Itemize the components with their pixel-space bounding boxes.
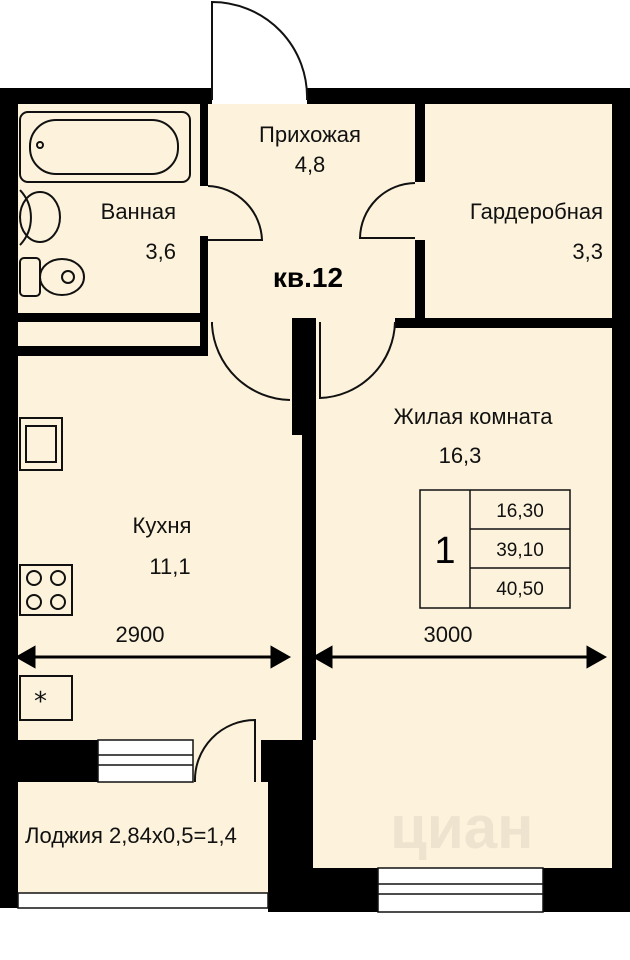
- windows: [17, 739, 544, 913]
- bathtub-icon: [19, 111, 191, 183]
- room-area-hallway: 4,8: [295, 152, 326, 177]
- kitchen-width-dimension: 2900: [116, 622, 165, 647]
- room-name-wardrobe: Гардеробная: [470, 199, 603, 224]
- total-area-value: 40,50: [496, 579, 544, 600]
- wardrobe-door: [358, 182, 416, 239]
- loggia-window: [17, 892, 269, 909]
- watermark: циан: [390, 794, 533, 861]
- kitchen-door: [211, 322, 291, 401]
- kitchen-sink-icon: [19, 417, 63, 471]
- fridge-icon: *: [19, 675, 73, 721]
- room-area-living: 16,3: [439, 443, 482, 468]
- walls: [0, 88, 630, 912]
- sink-icon: [19, 189, 61, 246]
- room-name-loggia: Лоджия 2,84х0,5=1,4: [25, 823, 237, 848]
- living-door: [319, 321, 396, 400]
- room-name-kitchen: Кухня: [133, 513, 192, 538]
- area-summary-table: 1 16,30 39,10 40,50: [419, 489, 571, 609]
- kitchen-window: [97, 739, 194, 783]
- bathroom-door: [207, 185, 264, 241]
- room-name-living: Жилая комната: [394, 404, 554, 429]
- room-area-wardrobe: 3,3: [572, 239, 603, 264]
- entrance-door: [211, 0, 309, 101]
- living-width-dimension: 3000: [424, 622, 473, 647]
- living-area-value: 16,30: [496, 501, 544, 522]
- total-area-without-loggia-value: 39,10: [496, 540, 544, 561]
- room-name-hallway: Прихожая: [259, 122, 361, 147]
- room-name-bathroom: Ванная: [101, 199, 176, 224]
- living-window: [377, 867, 544, 913]
- toilet-icon: [19, 257, 85, 297]
- dimension-lines: [14, 645, 608, 669]
- doors: [193, 0, 416, 783]
- apartment-number: кв.12: [273, 262, 343, 293]
- room-area-kitchen: 11,1: [149, 554, 190, 579]
- loggia-door: [193, 718, 256, 783]
- room-area-bathroom: 3,6: [145, 239, 176, 264]
- rooms-count: 1: [434, 530, 455, 572]
- svg-text:*: *: [34, 687, 47, 717]
- stove-icon: [19, 564, 73, 616]
